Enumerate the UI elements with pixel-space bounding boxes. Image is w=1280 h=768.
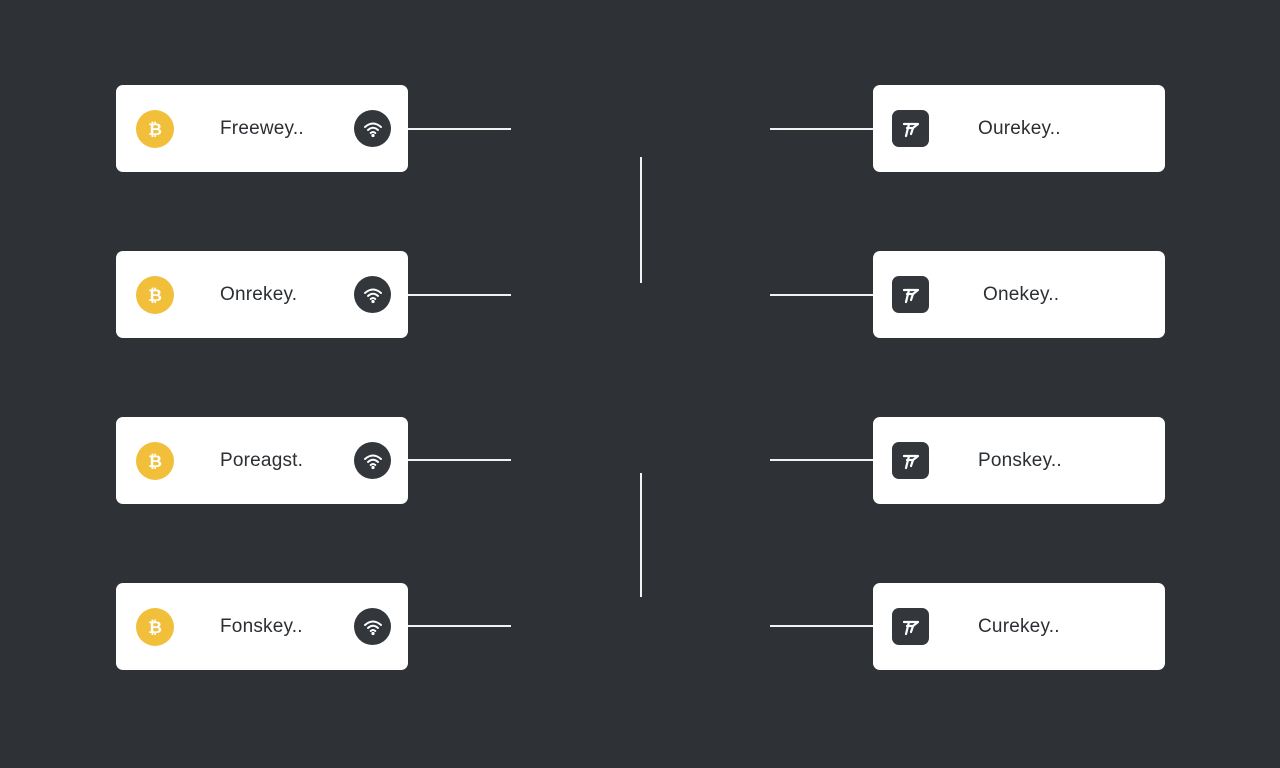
left-node-3[interactable]: ₿ Poreagst. bbox=[116, 417, 408, 504]
right-node-3[interactable]: Ponskey.. bbox=[873, 417, 1165, 504]
svg-text:₿: ₿ bbox=[148, 452, 162, 472]
node-label: Fonskey.. bbox=[220, 616, 303, 637]
right-connector-2 bbox=[770, 294, 873, 296]
wifi-icon bbox=[354, 608, 391, 645]
node-label: Freewey.. bbox=[220, 118, 304, 139]
right-node-1[interactable]: Ourekey.. bbox=[873, 85, 1165, 172]
left-connector-4 bbox=[408, 625, 511, 627]
wifi-icon bbox=[354, 276, 391, 313]
wifi-icon bbox=[354, 442, 391, 479]
flag-icon bbox=[892, 276, 929, 313]
svg-text:₿: ₿ bbox=[148, 618, 162, 638]
left-connector-3 bbox=[408, 459, 511, 461]
node-label: Onrekey. bbox=[220, 284, 298, 305]
right-node-2[interactable]: Onekey.. bbox=[873, 251, 1165, 338]
wifi-icon bbox=[354, 110, 391, 147]
flag-icon bbox=[892, 608, 929, 645]
right-connector-4 bbox=[770, 625, 873, 627]
svg-text:₿: ₿ bbox=[148, 286, 162, 306]
flag-icon bbox=[892, 110, 929, 147]
center-connector-bottom bbox=[640, 473, 642, 597]
center-connector-top bbox=[640, 157, 642, 283]
node-label: Curekey.. bbox=[978, 616, 1060, 637]
left-connector-2 bbox=[408, 294, 511, 296]
right-connector-1 bbox=[770, 128, 873, 130]
left-node-1[interactable]: ₿ Freewey.. bbox=[116, 85, 408, 172]
svg-text:₿: ₿ bbox=[148, 120, 162, 140]
node-label: Poreagst. bbox=[220, 450, 304, 471]
bitcoin-icon: ₿ bbox=[136, 608, 174, 646]
bitcoin-icon: ₿ bbox=[136, 442, 174, 480]
left-connector-1 bbox=[408, 128, 511, 130]
node-label: Ourekey.. bbox=[978, 118, 1061, 139]
bitcoin-icon: ₿ bbox=[136, 276, 174, 314]
right-connector-3 bbox=[770, 459, 873, 461]
flag-icon bbox=[892, 442, 929, 479]
bitcoin-icon: ₿ bbox=[136, 110, 174, 148]
right-node-4[interactable]: Curekey.. bbox=[873, 583, 1165, 670]
node-label: Onekey.. bbox=[983, 284, 1060, 305]
left-node-4[interactable]: ₿ Fonskey.. bbox=[116, 583, 408, 670]
node-label: Ponskey.. bbox=[978, 450, 1062, 471]
left-node-2[interactable]: ₿ Onrekey. bbox=[116, 251, 408, 338]
